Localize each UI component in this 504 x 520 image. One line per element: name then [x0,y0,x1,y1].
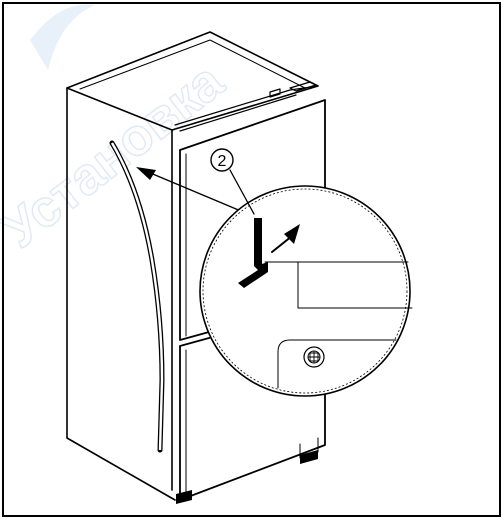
removal-arrow-shaft [147,171,249,215]
detail-panel-outline [277,339,397,389]
callout-number: 2 [218,153,227,170]
insert-arrow-head [284,224,300,244]
magnifier-inner-ring [202,188,408,394]
detail-magnifier [199,185,413,397]
callout-circle [210,148,234,172]
callout-leader [229,169,255,215]
watermark: Установка [0,4,236,260]
detail-edge-step [297,261,413,309]
front-left-foot [176,490,192,504]
top-hinge [174,81,319,132]
fridge-left-side [66,87,176,501]
fridge-top-inner-edge [79,39,306,90]
removal-arrow-head [136,167,156,180]
watermark-swoosh [30,4,95,70]
insert-arrow-shaft [271,235,293,253]
screw-icon [303,346,325,368]
callout-2: 2 [210,148,255,215]
magnifier-circle [199,185,411,397]
trim-strip-inner [110,142,164,451]
trim-strip-outer [109,140,165,453]
front-right-foot [300,450,318,464]
foot-legs [299,437,319,459]
l-bracket [238,218,268,288]
